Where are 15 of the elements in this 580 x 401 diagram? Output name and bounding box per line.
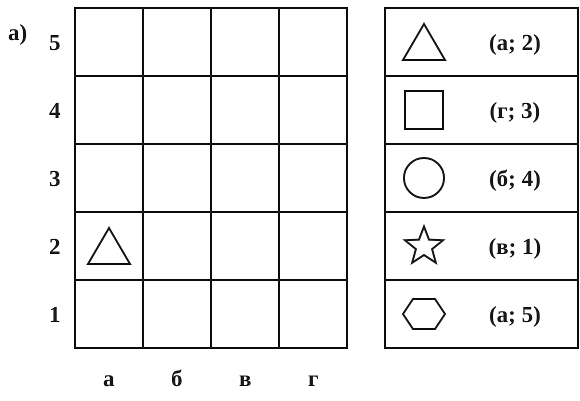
axis-number: 1	[49, 302, 60, 326]
axis-letter: в	[239, 366, 252, 390]
axis-letter: б	[171, 366, 182, 390]
part-label: а)	[8, 20, 28, 44]
axis-number: 5	[49, 30, 60, 54]
axis-number: 3	[49, 166, 60, 190]
coordinate-label: (в; 1)	[488, 234, 542, 258]
axis-number: 4	[49, 98, 60, 122]
axis-letter: а	[103, 366, 114, 390]
coordinate-label: (а; 2)	[489, 30, 541, 54]
coordinate-label: (а; 5)	[489, 302, 541, 326]
axis-number: 2	[49, 234, 60, 258]
coordinate-label: (г; 3)	[490, 98, 540, 122]
axis-letter: г	[308, 366, 318, 390]
coordinate-label: (б; 4)	[489, 166, 541, 190]
